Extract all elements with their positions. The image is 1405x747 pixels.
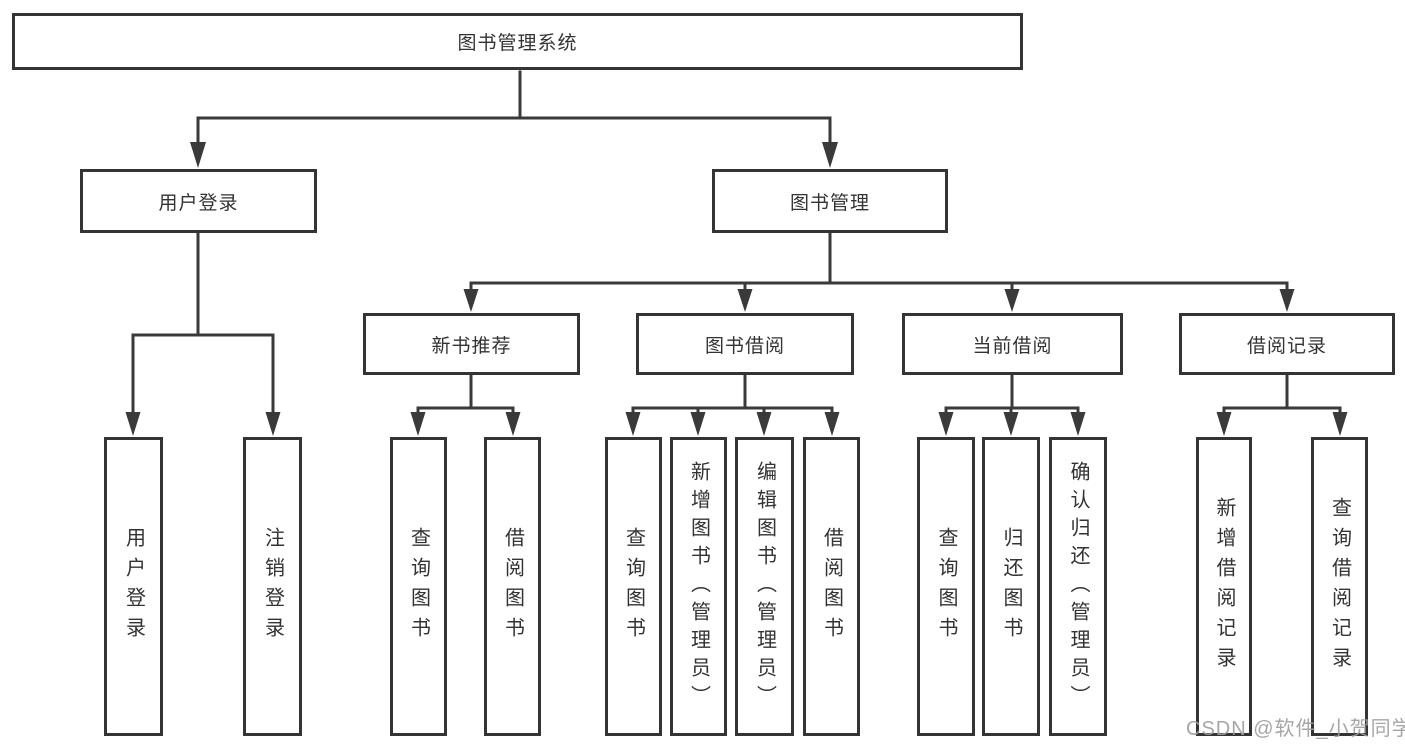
node-label: 图书借阅 xyxy=(704,335,785,357)
node-label: 归还图书 xyxy=(1000,526,1022,647)
node-book-management: 图书管理 xyxy=(712,169,948,233)
node-label: 用户登录 xyxy=(158,192,239,214)
node-label: 注销登录 xyxy=(261,526,284,647)
connector-new-rec-to-leaves xyxy=(410,372,521,436)
connector-current-borrow-to-leaves xyxy=(938,372,1086,436)
node-library-management-system: 图书管理系统 xyxy=(12,13,1023,70)
leaf-query-borrow-record: 查询借阅记录 xyxy=(1311,437,1368,736)
node-label: 图书管理 xyxy=(789,192,870,214)
node-label: 当前借阅 xyxy=(972,335,1053,357)
node-label: 图书管理系统 xyxy=(457,33,578,54)
leaf-query-books-3: 查询图书 xyxy=(917,437,975,736)
connector-borrow-records-to-leaves xyxy=(1216,372,1348,436)
node-label: 查询图书 xyxy=(935,526,957,647)
leaf-edit-books-admin: 编辑图书（管理员） xyxy=(735,437,794,736)
leaf-add-borrow-record: 新增借阅记录 xyxy=(1196,437,1252,736)
node-book-borrow: 图书借阅 xyxy=(636,313,854,375)
node-label: 查询图书 xyxy=(407,526,430,647)
connector-book-mgmt-to-level3 xyxy=(463,230,1295,312)
leaf-query-books-2: 查询图书 xyxy=(605,437,662,736)
node-label: 借阅图书 xyxy=(820,526,843,647)
node-new-book-recommend: 新书推荐 xyxy=(363,313,580,375)
connector-user-login-to-leaves xyxy=(125,230,281,436)
leaf-logout: 注销登录 xyxy=(243,437,302,736)
node-borrow-records: 借阅记录 xyxy=(1179,313,1395,375)
leaf-confirm-return-admin: 确认归还（管理员） xyxy=(1049,437,1107,736)
node-label: 编辑图书（管理员） xyxy=(753,460,776,713)
connector-root-to-level2 xyxy=(190,70,838,168)
leaf-return-books: 归还图书 xyxy=(982,437,1040,736)
leaf-query-books-1: 查询图书 xyxy=(390,437,447,736)
node-user-login: 用户登录 xyxy=(80,169,317,233)
node-label: 查询借阅记录 xyxy=(1328,496,1351,677)
leaf-user-login: 用户登录 xyxy=(104,437,163,736)
leaf-borrow-books-1: 借阅图书 xyxy=(484,437,541,736)
node-label: 新增借阅记录 xyxy=(1213,496,1235,677)
node-current-borrow: 当前借阅 xyxy=(902,313,1123,375)
node-label: 新书推荐 xyxy=(431,335,512,357)
node-label: 查询图书 xyxy=(622,526,645,647)
leaf-add-books-admin: 新增图书（管理员） xyxy=(670,437,727,736)
node-label: 确认归还（管理员） xyxy=(1067,460,1089,713)
node-label: 新增图书（管理员） xyxy=(687,460,710,713)
connector-book-borrow-to-leaves xyxy=(625,372,840,436)
node-label: 借阅图书 xyxy=(501,526,524,647)
csdn-watermark: CSDN @软件_小贺同学 xyxy=(1186,718,1405,740)
node-label: 用户登录 xyxy=(122,526,145,647)
leaf-borrow-books-2: 借阅图书 xyxy=(803,437,860,736)
node-label: 借阅记录 xyxy=(1246,335,1327,357)
